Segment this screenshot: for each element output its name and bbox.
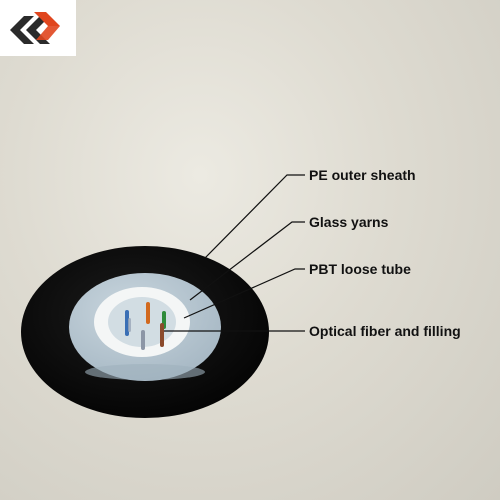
fiber-slate (128, 318, 131, 332)
tube-core (108, 297, 176, 347)
chevron-arrows-logo-icon (10, 12, 60, 44)
leader-line-yarns (189, 221, 305, 301)
label-pbt-loose-tube: PBT loose tube (309, 261, 411, 277)
label-optical-fiber-filling: Optical fiber and filling (309, 323, 461, 339)
label-pe-outer-sheath: PE outer sheath (309, 167, 416, 183)
yarn-layer-base (85, 364, 205, 380)
fiber-brown (160, 323, 164, 347)
leader-line-tube (183, 268, 305, 319)
logo-container (0, 0, 76, 56)
fiber-orange (146, 302, 150, 324)
fiber-grey (141, 330, 145, 350)
label-glass-yarns: Glass yarns (309, 214, 389, 230)
leader-line-sheath (204, 174, 305, 259)
